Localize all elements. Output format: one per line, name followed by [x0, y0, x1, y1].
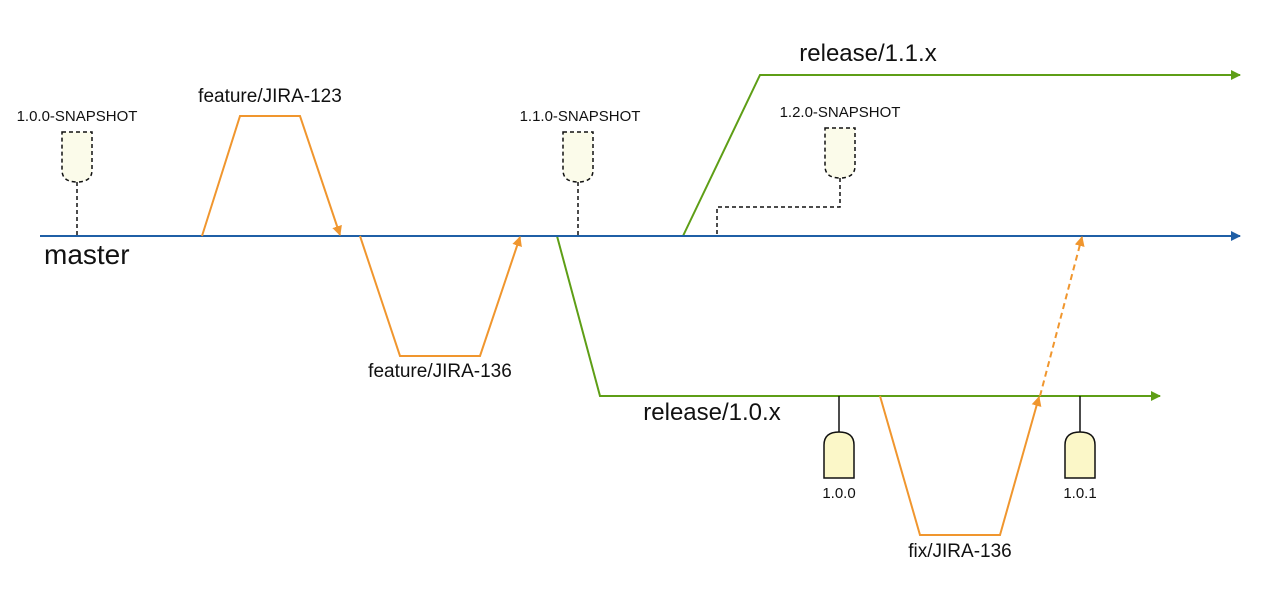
branch-label-release-1-0-x: release/1.0.x	[643, 399, 780, 426]
tag-label-1-0-0-snapshot: 1.0.0-SNAPSHOT	[17, 108, 138, 125]
tag-marker-1-0-0-snapshot	[61, 131, 93, 183]
tag-marker-1-2-0-snapshot	[824, 127, 856, 179]
branch-label-fix-jira-136: fix/JIRA-136	[908, 541, 1011, 562]
fix-jira-136-branch-line	[879, 395, 1042, 536]
branch-label-release-1-1-x: release/1.1.x	[799, 40, 936, 67]
release-1-0-x-branch-line	[556, 235, 1161, 401]
feature-jira-136-branch-line	[359, 235, 522, 357]
branch-label-feature-jira-123: feature/JIRA-123	[198, 86, 342, 107]
tag-label-1-0-0: 1.0.0	[822, 485, 855, 502]
release-1-1-x-branch-line	[682, 70, 1241, 237]
tag-marker-1-0-0	[823, 431, 855, 479]
tag-label-1-1-0-snapshot: 1.1.0-SNAPSHOT	[520, 108, 641, 125]
tag-marker-1-1-0-snapshot	[562, 131, 594, 183]
tag-marker-1-0-1	[1064, 431, 1096, 479]
tag-connector-1-2-0-snapshot	[716, 178, 841, 236]
tag-label-1-2-0-snapshot: 1.2.0-SNAPSHOT	[780, 104, 901, 121]
branch-label-master: master	[44, 239, 130, 270]
tag-label-1-0-1: 1.0.1	[1063, 485, 1096, 502]
feature-jira-123-branch-line	[201, 115, 342, 237]
branch-label-feature-jira-136: feature/JIRA-136	[368, 361, 512, 382]
fix-merge-to-master-dashed-line	[1039, 236, 1085, 397]
